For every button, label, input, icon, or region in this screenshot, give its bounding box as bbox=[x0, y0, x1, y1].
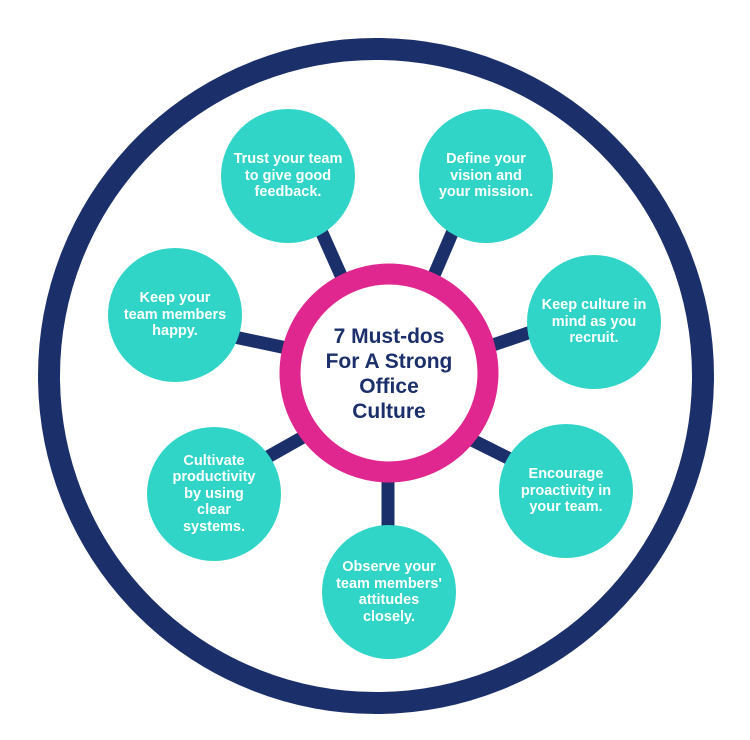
outer-ring bbox=[38, 38, 714, 714]
node-label-define-vision: Define your vision and your mission. bbox=[438, 151, 534, 201]
nodes bbox=[108, 109, 661, 659]
node-observe-attitudes bbox=[322, 525, 456, 659]
center-title: 7 Must-dos For A Strong Office Culture bbox=[325, 325, 453, 423]
node-keep-happy bbox=[108, 248, 242, 382]
node-label-trust-feedback: Trust your team to give good feedback. bbox=[233, 151, 343, 201]
node-label-cultivate-productivity: Cultivate productivity by using clear sy… bbox=[172, 452, 256, 535]
node-label-observe-attitudes: Observe your team members' attitudes clo… bbox=[336, 559, 442, 625]
node-label-encourage-proactivity: Encourage proactivity in your team. bbox=[520, 466, 612, 516]
node-label-keep-culture-recruit: Keep culture in mind as you recruit. bbox=[541, 297, 647, 347]
node-trust-feedback bbox=[221, 109, 355, 243]
node-define-vision bbox=[419, 109, 553, 243]
center-ring bbox=[279, 263, 499, 483]
node-keep-culture-recruit bbox=[527, 255, 661, 389]
node-encourage-proactivity bbox=[499, 424, 633, 558]
node-cultivate-productivity bbox=[147, 427, 281, 561]
node-label-keep-happy: Keep your team members happy. bbox=[123, 290, 227, 340]
